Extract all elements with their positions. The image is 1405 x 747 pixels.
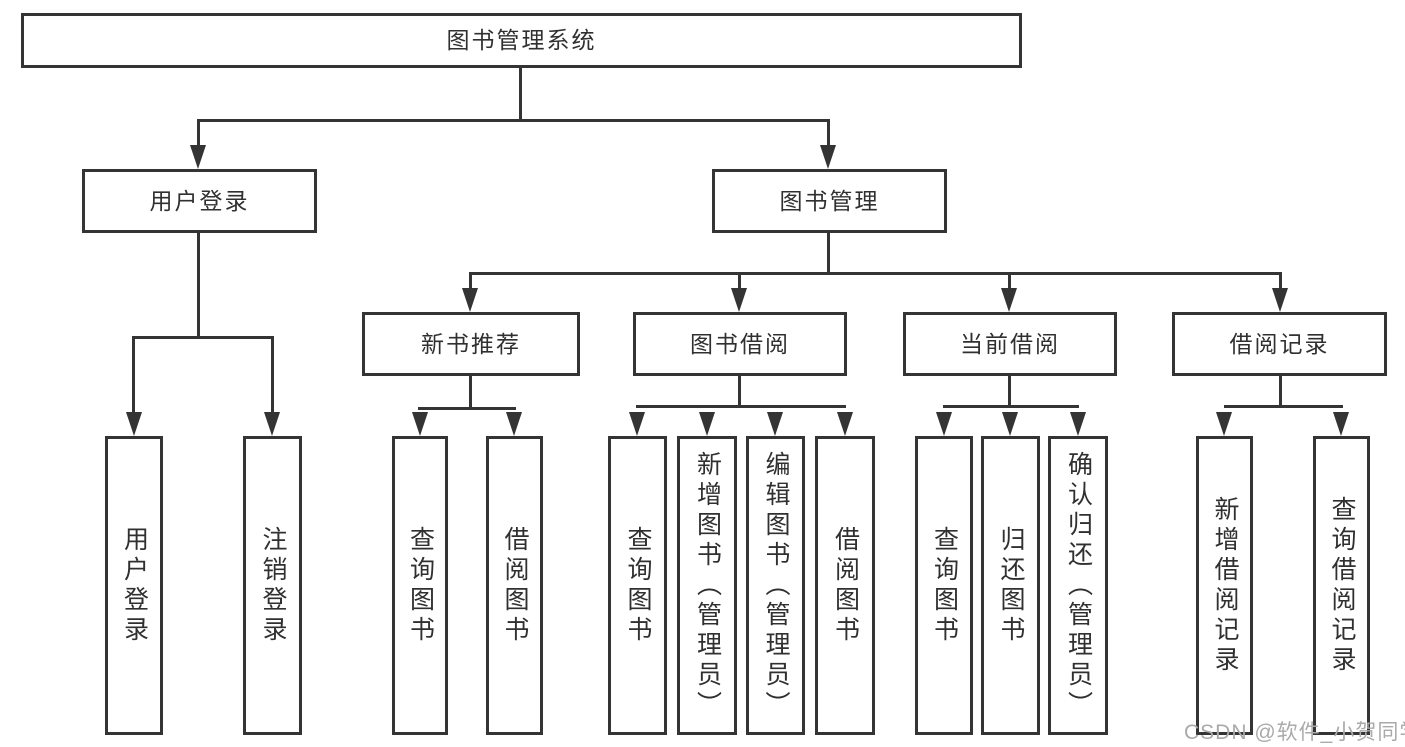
connector-line — [197, 119, 200, 152]
leaf-confirm-return-admin: 确认归还（管理员） — [1048, 436, 1108, 735]
connector-line — [519, 68, 522, 121]
arrow-down-icon — [731, 288, 747, 312]
connector-line — [197, 233, 200, 336]
connector-line — [943, 405, 1079, 408]
connector-line — [197, 119, 830, 122]
leaf-add-book-admin: 新增图书（管理员） — [677, 436, 737, 735]
connector-line — [132, 336, 135, 418]
arrow-down-icon — [412, 412, 428, 436]
node-borrow-records: 借阅记录 — [1172, 312, 1387, 376]
connector-line — [1279, 376, 1282, 405]
leaf-query-borrow-record: 查询借阅记录 — [1313, 436, 1370, 735]
leaf-return-books: 归还图书 — [981, 436, 1040, 735]
connector-line — [469, 272, 472, 292]
arrow-down-icon — [126, 412, 142, 436]
arrow-down-icon — [1333, 412, 1349, 436]
leaf-logout: 注销登录 — [243, 436, 302, 735]
node-current-borrow: 当前借阅 — [903, 312, 1117, 376]
arrow-down-icon — [936, 412, 952, 436]
arrow-down-icon — [462, 288, 478, 312]
node-book-borrow: 图书借阅 — [633, 312, 847, 376]
arrow-down-icon — [820, 145, 836, 169]
connector-line — [418, 407, 516, 410]
connector-line — [469, 272, 1282, 275]
leaf-query-books-borrow: 查询图书 — [608, 436, 667, 735]
leaf-borrow-books-recommend: 借阅图书 — [486, 436, 543, 735]
leaf-query-books-recommend: 查询图书 — [392, 436, 448, 735]
leaf-edit-book-admin: 编辑图书（管理员） — [746, 436, 805, 735]
leaf-user-login: 用户登录 — [105, 436, 163, 735]
arrow-down-icon — [1272, 288, 1288, 312]
arrow-down-icon — [1002, 412, 1018, 436]
arrow-down-icon — [767, 412, 783, 436]
node-new-book-recommend: 新书推荐 — [362, 312, 580, 376]
node-user-login: 用户登录 — [82, 169, 317, 233]
watermark: CSDN @软件_小贺同学 — [1184, 721, 1405, 744]
connector-line — [636, 405, 846, 408]
arrow-down-icon — [837, 412, 853, 436]
connector-line — [827, 233, 830, 272]
leaf-add-borrow-record: 新增借阅记录 — [1196, 436, 1253, 735]
arrow-down-icon — [506, 412, 522, 436]
arrow-down-icon — [1001, 288, 1017, 312]
connector-line — [271, 336, 274, 418]
arrow-down-icon — [190, 145, 206, 169]
arrow-down-icon — [1070, 412, 1086, 436]
connector-line — [1224, 405, 1343, 408]
arrow-down-icon — [699, 412, 715, 436]
node-root: 图书管理系统 — [21, 13, 1022, 68]
node-book-management: 图书管理 — [712, 169, 947, 233]
connector-line — [469, 376, 472, 407]
connector-line — [1279, 272, 1282, 292]
arrow-down-icon — [264, 412, 280, 436]
connector-line — [827, 119, 830, 152]
arrow-down-icon — [629, 412, 645, 436]
leaf-query-books-current: 查询图书 — [915, 436, 973, 735]
connector-line — [1008, 376, 1011, 405]
connector-line — [132, 336, 274, 339]
connector-line — [738, 376, 741, 405]
arrow-down-icon — [1216, 412, 1232, 436]
leaf-borrow-books-2: 借阅图书 — [815, 436, 875, 735]
connector-line — [738, 272, 741, 292]
connector-line — [1008, 272, 1011, 292]
